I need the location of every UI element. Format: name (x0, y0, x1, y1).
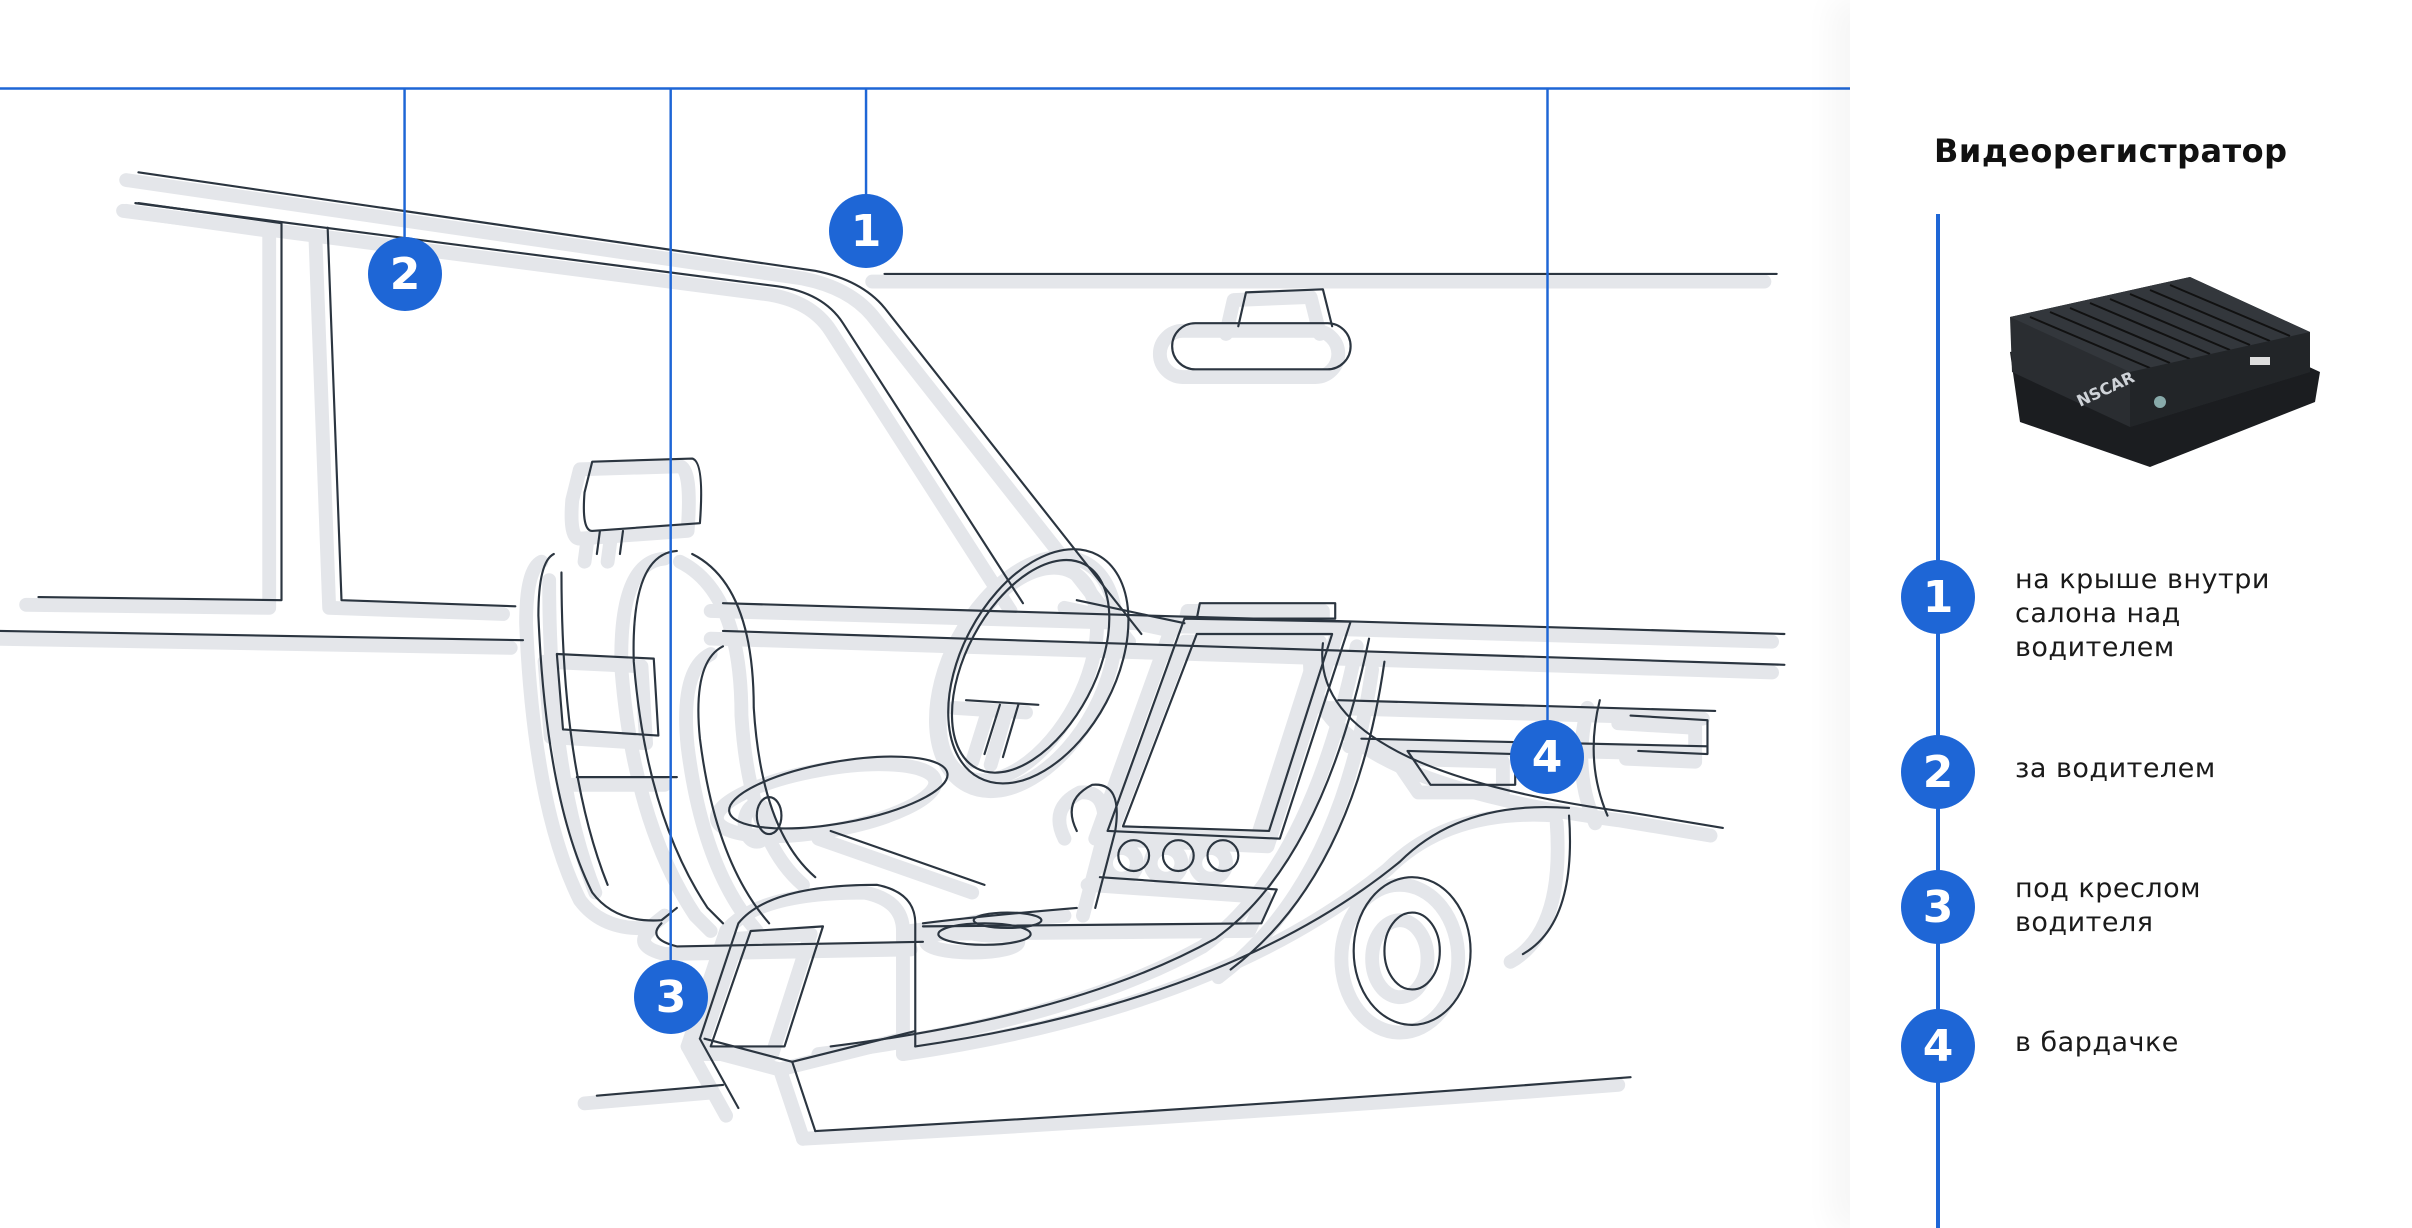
legend-badge-3: 3 (1901, 870, 1975, 944)
legend-badge-2: 2 (1901, 735, 1975, 809)
legend-text-1: на крыше внутри салона над водителем (2015, 564, 2270, 663)
legend-timeline (1936, 214, 1940, 1228)
location-pin-2[interactable]: 2 (368, 237, 442, 311)
location-pin-1[interactable]: 1 (829, 194, 903, 268)
legend-text-2: за водителем (2015, 753, 2216, 784)
legend-text-3: под креслом водителя (2015, 873, 2201, 938)
location-pin-4[interactable]: 4 (1510, 720, 1584, 794)
leader-lines (0, 87, 1851, 998)
panel-title: Видеорегистратор (1934, 132, 2288, 170)
dvr-device-image: NSCAR (2010, 277, 2320, 467)
legend-badge-1: 1 (1901, 560, 1975, 634)
legend-badge-4: 4 (1901, 1009, 1975, 1083)
location-pin-3[interactable]: 3 (634, 960, 708, 1034)
illustration-shadow (0, 180, 1772, 1139)
legend-text-4: в бардачке (2015, 1027, 2179, 1058)
